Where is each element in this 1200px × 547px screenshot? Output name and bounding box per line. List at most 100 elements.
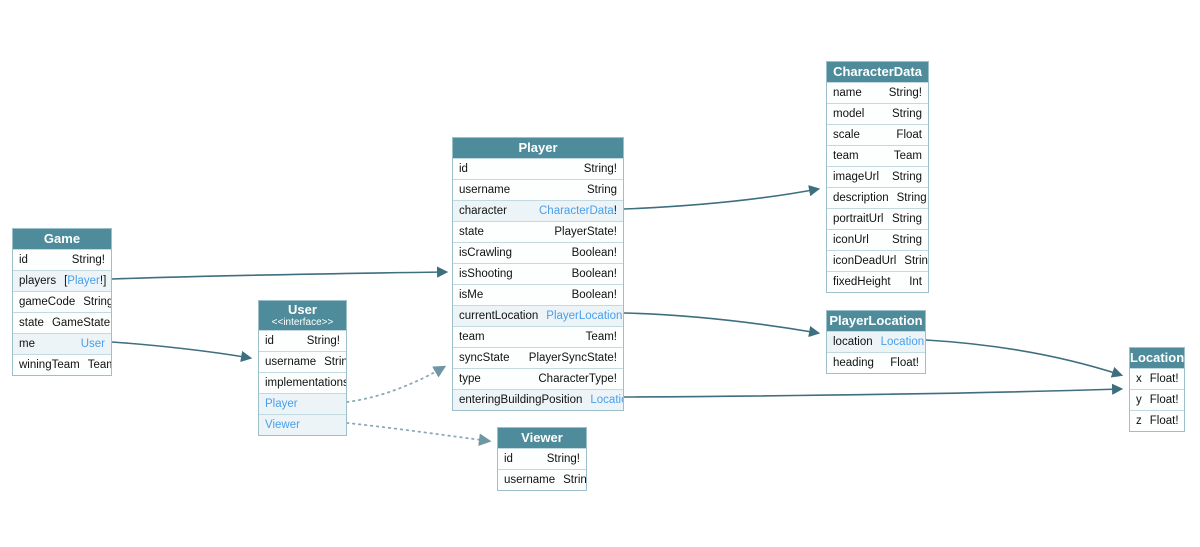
- table-user[interactable]: User<<interface>>idString!usernameString…: [258, 300, 347, 436]
- field-type[interactable]: Location!: [880, 332, 925, 352]
- type-link-User[interactable]: User: [80, 337, 105, 350]
- table-title-game[interactable]: Game: [13, 229, 111, 249]
- field-name: fixedHeight: [833, 275, 891, 288]
- field-row-fixedHeight[interactable]: fixedHeight Int: [827, 271, 928, 292]
- field-type[interactable]: PlayerLocation!: [546, 306, 623, 326]
- type-link-CharacterData[interactable]: CharacterData: [539, 204, 614, 217]
- type-text: PlayerState!: [554, 225, 617, 238]
- type-text: Int: [909, 275, 922, 288]
- field-row-username[interactable]: username String: [498, 469, 586, 490]
- field-name: state: [459, 225, 484, 238]
- field-type: Float!: [890, 353, 919, 373]
- table-title-characterdata[interactable]: CharacterData: [827, 62, 928, 82]
- type-text: String: [891, 233, 922, 246]
- field-type[interactable]: [Player!]: [64, 271, 106, 291]
- field-row-gameCode[interactable]: gameCodeString!: [13, 291, 111, 312]
- edge-playerlocation-location-to-location: [925, 339, 1124, 378]
- field-name: location: [833, 335, 873, 348]
- edge-player-currentlocation-to-playerlocation: [623, 312, 821, 338]
- impl-row-Player[interactable]: Player: [259, 393, 346, 414]
- field-row-me[interactable]: me User: [13, 333, 111, 354]
- field-name: username: [459, 183, 511, 196]
- table-title-text: Game: [43, 231, 81, 246]
- table-title-playerlocation[interactable]: PlayerLocation: [827, 311, 925, 331]
- type-text: Team: [893, 149, 922, 162]
- field-row-team[interactable]: team Team: [827, 145, 928, 166]
- field-row-enteringBuildingPosition[interactable]: enteringBuildingPositionLocation: [453, 389, 623, 410]
- type-link-Player[interactable]: Player: [67, 274, 100, 287]
- field-row-iconDeadUrl[interactable]: iconDeadUrlString: [827, 250, 928, 271]
- field-type: Team!: [586, 327, 617, 347]
- field-row-location[interactable]: location Location!: [827, 331, 925, 352]
- field-type: Boolean!: [572, 243, 617, 263]
- field-row-character[interactable]: character CharacterData!: [453, 200, 623, 221]
- field-row-players[interactable]: players[Player!]: [13, 270, 111, 291]
- type-text: String: [563, 473, 586, 486]
- type-text: Float!: [1149, 414, 1179, 427]
- field-type[interactable]: User: [80, 334, 105, 354]
- table-title-player[interactable]: Player: [453, 138, 623, 158]
- type-link-PlayerLocation[interactable]: PlayerLocation: [546, 309, 623, 322]
- type-text: GameState!: [51, 316, 111, 329]
- impl-row-Viewer[interactable]: Viewer: [259, 414, 346, 435]
- field-name: me: [19, 337, 35, 350]
- type-text: !: [613, 204, 617, 217]
- field-name: isCrawling: [459, 246, 513, 259]
- field-type: String: [563, 470, 586, 490]
- field-name: isShooting: [459, 267, 513, 280]
- table-title-text: Location: [1130, 350, 1184, 365]
- field-row-username[interactable]: username String: [453, 179, 623, 200]
- field-row-winingTeam[interactable]: winingTeamTeam: [13, 354, 111, 375]
- table-title-text: User: [288, 302, 317, 317]
- edge-user-impl-viewer: [346, 422, 492, 446]
- table-title-viewer[interactable]: Viewer: [498, 428, 586, 448]
- type-link-Location[interactable]: Location: [880, 335, 925, 348]
- edge-player-character-to-characterdata: [623, 185, 821, 210]
- field-name: imageUrl: [833, 170, 880, 183]
- type-text: String!: [888, 86, 922, 99]
- field-name: username: [504, 473, 556, 486]
- field-type[interactable]: Location: [590, 390, 623, 410]
- field-type[interactable]: CharacterData!: [539, 201, 617, 221]
- field-name: syncState: [459, 351, 510, 364]
- type-text: Boolean!: [571, 288, 617, 301]
- type-link-Location[interactable]: Location: [590, 393, 623, 406]
- table-playerlocation[interactable]: PlayerLocation location Location!headingFl…: [826, 310, 926, 374]
- field-name: character: [459, 204, 507, 217]
- field-row-state[interactable]: state PlayerState!: [453, 221, 623, 242]
- field-row-isCrawling[interactable]: isCrawling Boolean!: [453, 242, 623, 263]
- table-title-location[interactable]: Location: [1130, 348, 1184, 368]
- table-title-text: Viewer: [521, 430, 563, 445]
- field-type: String: [587, 180, 617, 200]
- field-name: team: [833, 149, 859, 162]
- table-title-user[interactable]: User<<interface>>: [259, 301, 346, 330]
